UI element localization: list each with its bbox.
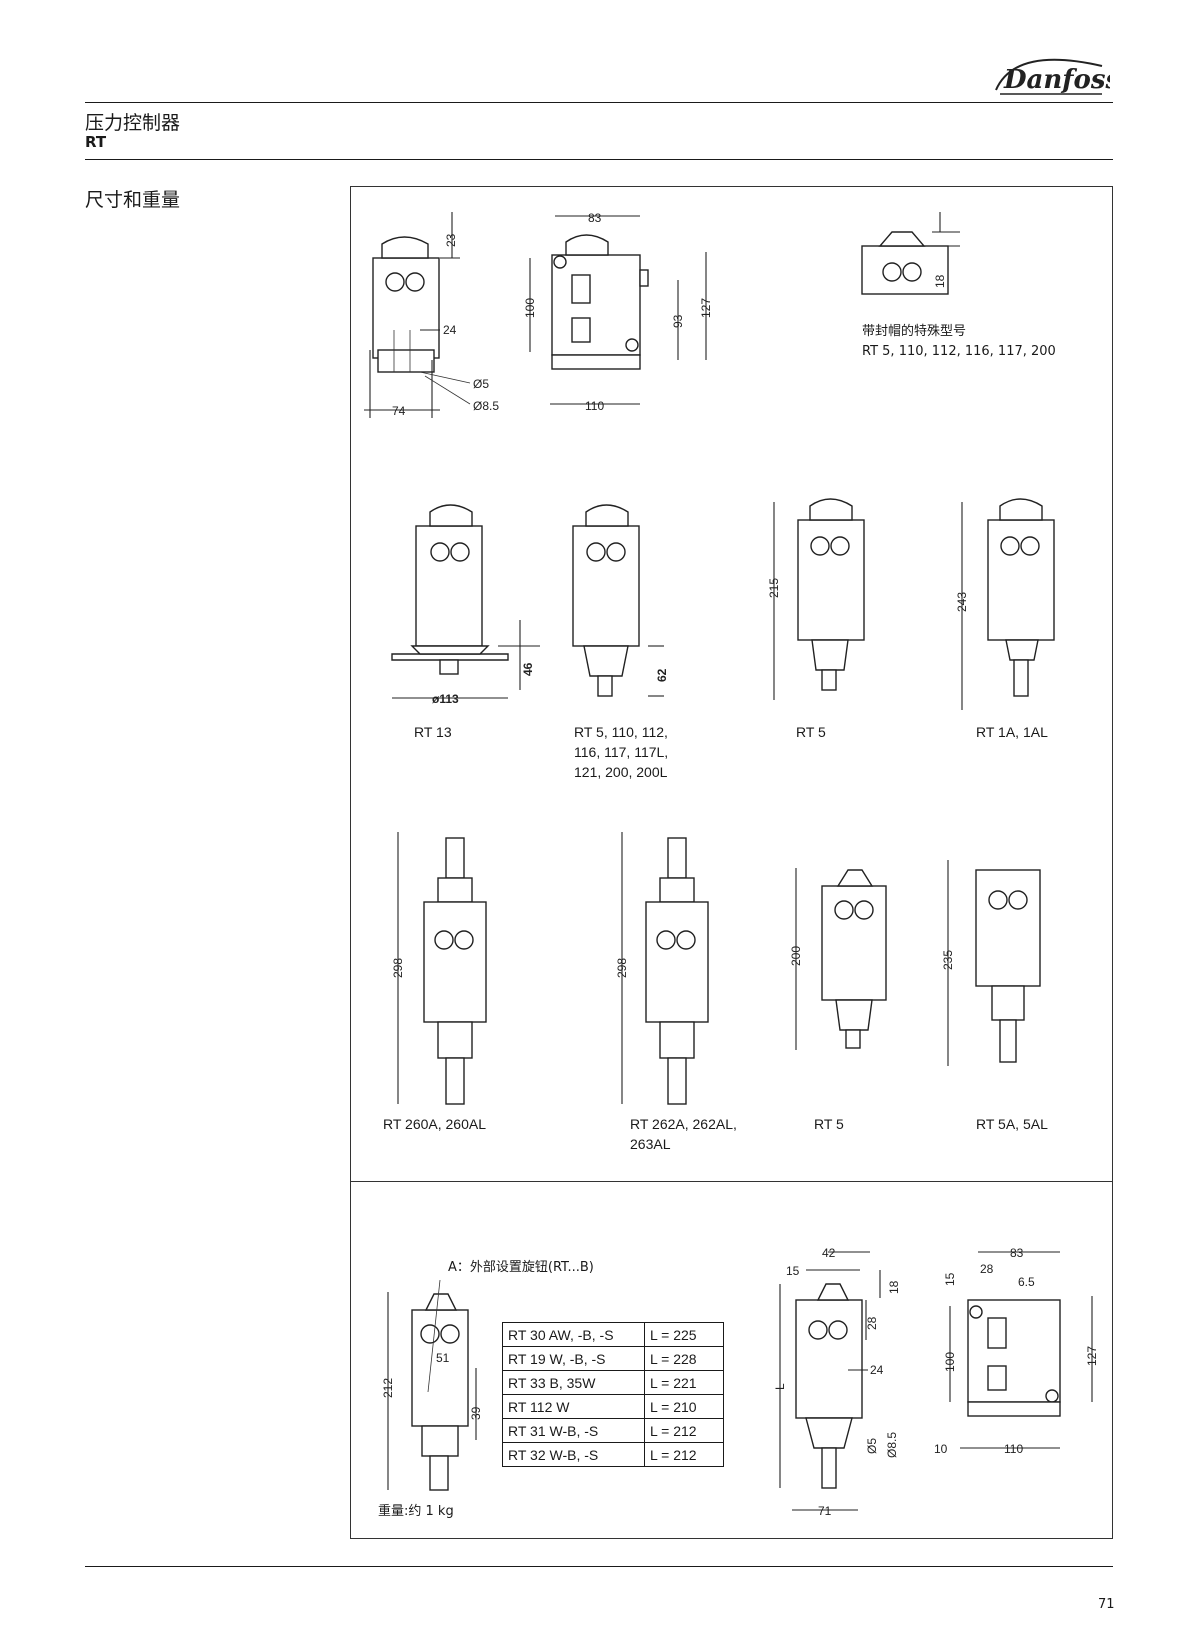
dimension-label: 243: [955, 592, 969, 612]
dimension-label: 15: [943, 1272, 957, 1286]
section-title: 尺寸和重量: [85, 189, 181, 211]
model-cell: RT 32 W-B, -S: [502, 1442, 645, 1467]
rt1a-drawing: 243: [955, 498, 1055, 710]
dimension-label: 100: [523, 298, 537, 318]
dimension-label: 62: [655, 668, 669, 682]
footer-rule: [85, 1566, 1113, 1567]
length-cell: L = 212: [644, 1442, 724, 1467]
length-cell: L = 228: [644, 1346, 724, 1371]
dimension-label: 298: [391, 958, 405, 978]
sealed-cap-models: RT 5, 110, 112, 116, 117, 200: [862, 344, 1056, 359]
frame-divider: [350, 1181, 1113, 1182]
dimension-label: 127: [699, 298, 713, 318]
caption-rt5-family: RT 5, 110, 112, 116, 117, 117L, 121, 200…: [574, 724, 669, 780]
dimension-label: 100: [943, 1352, 957, 1372]
dimension-label: 74: [392, 404, 406, 418]
rt5a-drawing: 235: [941, 860, 1041, 1066]
knob-annotation: A：外部设置旋钮(RT...B): [448, 1260, 594, 1275]
dimension-label: 127: [1085, 1346, 1099, 1366]
sealed-cap-drawing: 18: [861, 212, 960, 295]
dimension-label: 6.5: [1018, 1275, 1035, 1289]
dimension-label: L: [773, 1383, 787, 1390]
model-cell: RT 31 W-B, -S: [502, 1418, 645, 1443]
length-cell: L = 212: [644, 1418, 724, 1443]
dimension-label: 298: [615, 958, 629, 978]
dimension-label: 18: [933, 274, 947, 288]
model-cell: RT 33 B, 35W: [502, 1370, 645, 1395]
dimension-label: 24: [870, 1363, 884, 1377]
length-cell: L = 210: [644, 1394, 724, 1419]
front-view-drawing: 83 100 93 127 110: [523, 211, 713, 413]
caption-rt13: RT 13: [414, 724, 452, 740]
rt262a-drawing: 298: [615, 832, 709, 1105]
page-subtitle: RT: [85, 133, 107, 151]
caption-rt5-b: RT 5: [814, 1116, 844, 1132]
sealed-cap-note: 带封帽的特殊型号: [862, 324, 967, 339]
model-cell: RT 30 AW, -B, -S: [502, 1322, 645, 1347]
danfoss-logo: Danfoss: [995, 58, 1110, 95]
dimension-label: 93: [671, 314, 685, 328]
header-rule: [85, 102, 1113, 103]
dimension-label: 28: [865, 1316, 879, 1330]
rt5-b-drawing: 200: [789, 868, 887, 1050]
page-title: 压力控制器: [85, 112, 181, 134]
dimension-label: 110: [1004, 1442, 1023, 1456]
dimension-label: 28: [980, 1262, 994, 1276]
rt-w-side-drawing: 42 15 18 28 L 24 Ø5 Ø8.5 71: [773, 1246, 901, 1518]
dimension-label: 42: [822, 1246, 836, 1260]
rt13-drawing: 46 ø113: [391, 504, 540, 706]
dimension-label: 24: [443, 323, 457, 337]
dimension-label: 235: [941, 950, 955, 970]
dimension-label: Ø8.5: [473, 399, 499, 413]
page-number: 71: [1098, 1597, 1115, 1612]
dimension-label: 215: [767, 578, 781, 598]
model-cell: RT 19 W, -B, -S: [502, 1346, 645, 1371]
caption-rt5-a: RT 5: [796, 724, 826, 740]
model-cell: RT 112 W: [502, 1394, 645, 1419]
header-bottom-rule: [85, 159, 1113, 160]
dimension-label: Ø5: [473, 377, 489, 391]
rt5-a-drawing: 215: [767, 498, 865, 700]
dimension-label: 10: [934, 1442, 948, 1456]
length-cell: L = 225: [644, 1322, 724, 1347]
caption-rt5a: RT 5A, 5AL: [976, 1116, 1048, 1132]
dimension-label: 83: [588, 211, 602, 225]
side-view-drawing: 23 24 Ø5 Ø8.5 74: [364, 212, 499, 418]
caption-rt1a: RT 1A, 1AL: [976, 724, 1048, 740]
dimension-label: 46: [521, 662, 535, 676]
length-cell: L = 221: [644, 1370, 724, 1395]
dimension-label: 39: [469, 1406, 483, 1420]
dimension-label: ø113: [432, 692, 459, 706]
dimension-label: 71: [818, 1504, 832, 1518]
caption-rt260a: RT 260A, 260AL: [383, 1116, 487, 1132]
rt-b-knob-drawing: 212 51 39: [381, 1279, 483, 1491]
dimension-label: 18: [887, 1280, 901, 1294]
dimension-label: 212: [381, 1378, 395, 1398]
dimension-label: 83: [1010, 1246, 1024, 1260]
rt-w-front-drawing: 83 15 28 6.5 100 127 10 110: [934, 1246, 1099, 1456]
drawing-frame: [350, 186, 1113, 1539]
caption-rt262a: RT 262A, 262AL, 263AL: [630, 1116, 737, 1152]
dimension-label: 200: [789, 946, 803, 966]
dimension-label: 23: [444, 233, 458, 247]
rt5-family-drawing: 62: [572, 504, 669, 697]
logo-wordmark: Danfoss: [1003, 65, 1110, 95]
dimension-label: 51: [436, 1351, 450, 1365]
weight-note: 重量:约 1 kg: [378, 1504, 454, 1519]
dimension-label: Ø8.5: [885, 1432, 899, 1458]
dimension-label: 15: [786, 1264, 800, 1278]
rt260a-drawing: 298: [391, 832, 487, 1105]
dimension-label: 110: [585, 399, 604, 413]
dimension-label: Ø5: [865, 1438, 879, 1454]
